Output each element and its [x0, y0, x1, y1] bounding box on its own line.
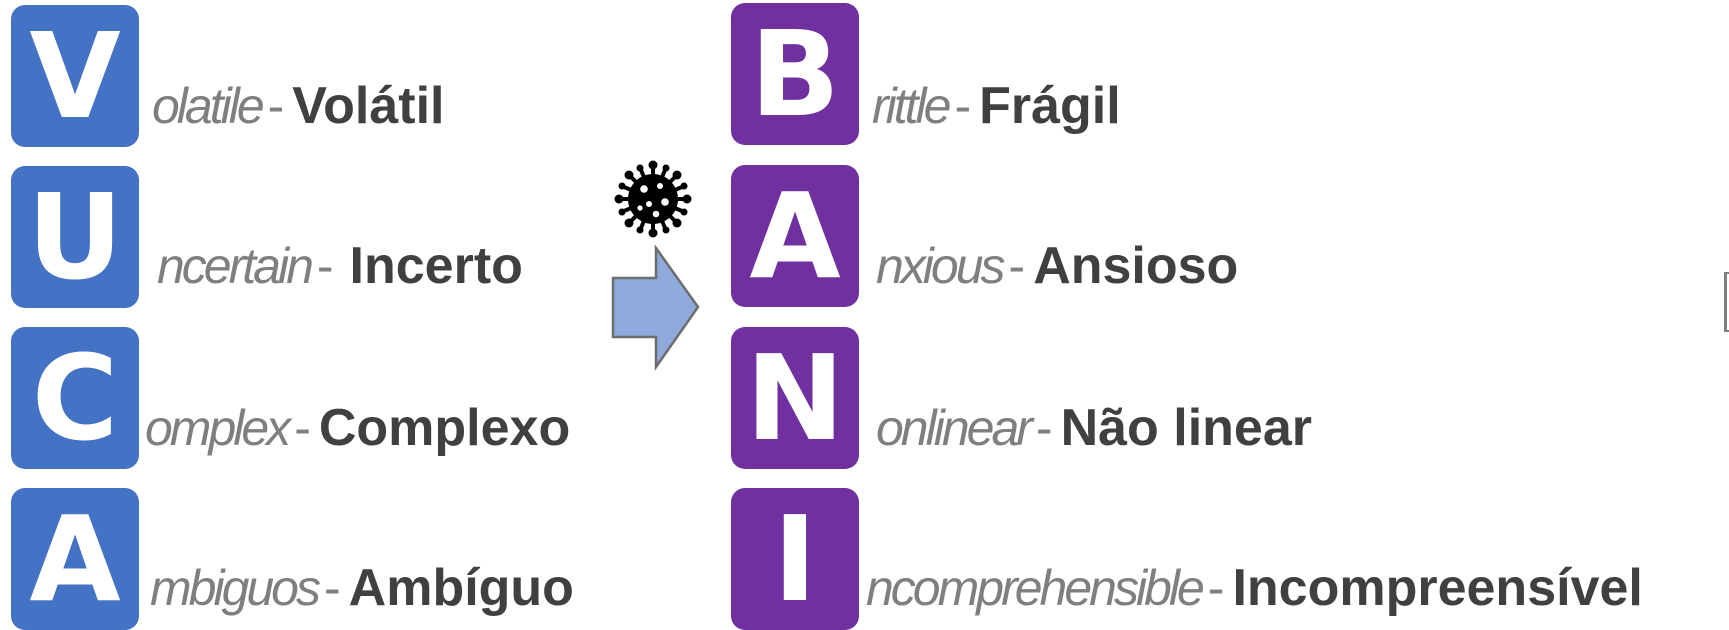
portuguese-word: Ansioso	[1033, 237, 1239, 295]
vuca-letter-u-tile: U	[11, 166, 139, 308]
bani-row-anxious: nxious-Ansioso	[876, 240, 1238, 292]
bani-row-nonlinear: onlinear-Não linear	[876, 402, 1312, 454]
vuca-letter-a-tile: A	[11, 488, 139, 630]
bani-row-brittle: rittle-Frágil	[872, 80, 1121, 132]
vuca-letter-v-tile: V	[11, 5, 139, 147]
portuguese-word: Frágil	[979, 77, 1121, 135]
right-arrow-icon	[611, 245, 700, 371]
english-word-rest: mbiguos	[150, 560, 321, 616]
virus-icon	[614, 160, 692, 238]
bani-letter-n-tile: N	[731, 327, 859, 469]
separator: -	[267, 78, 285, 134]
separator: -	[1035, 400, 1053, 456]
portuguese-word: Volátil	[292, 77, 445, 135]
vuca-letter-c-tile: C	[11, 327, 139, 469]
english-word-rest: onlinear	[876, 400, 1033, 456]
vuca-row-complex: omplex-Complexo	[145, 402, 570, 454]
english-word-rest: olatile	[152, 78, 265, 134]
cropped-edge-bracket	[1724, 272, 1729, 332]
vuca-row-volatile: olatile-Volátil	[152, 80, 444, 132]
portuguese-word: Incerto	[349, 237, 523, 295]
english-word-rest: omplex	[145, 400, 291, 456]
separator: -	[1207, 560, 1225, 616]
bani-letter-a-tile: A	[731, 165, 859, 307]
separator: -	[316, 238, 334, 294]
separator: -	[954, 78, 972, 134]
separator: -	[294, 400, 311, 456]
bani-letter-i-tile: I	[731, 488, 859, 630]
english-word-rest: rittle	[872, 78, 951, 134]
bani-row-incomprehensible: ncomprehensible-Incompreensível	[866, 562, 1643, 614]
bani-letter-b-tile: B	[731, 3, 859, 145]
english-word-rest: nxious	[876, 238, 1006, 294]
english-word-rest: ncertain	[157, 238, 314, 294]
portuguese-word: Complexo	[318, 399, 571, 457]
portuguese-word: Ambíguo	[348, 559, 574, 617]
english-word-rest: ncomprehensible	[866, 560, 1205, 616]
vuca-row-uncertain: ncertain-Incerto	[157, 240, 523, 292]
portuguese-word: Não linear	[1060, 399, 1312, 457]
vuca-row-ambiguous: mbiguos-Ambíguo	[150, 562, 574, 614]
portuguese-word: Incompreensível	[1232, 559, 1643, 617]
separator: -	[1008, 238, 1026, 294]
separator: -	[324, 560, 341, 616]
